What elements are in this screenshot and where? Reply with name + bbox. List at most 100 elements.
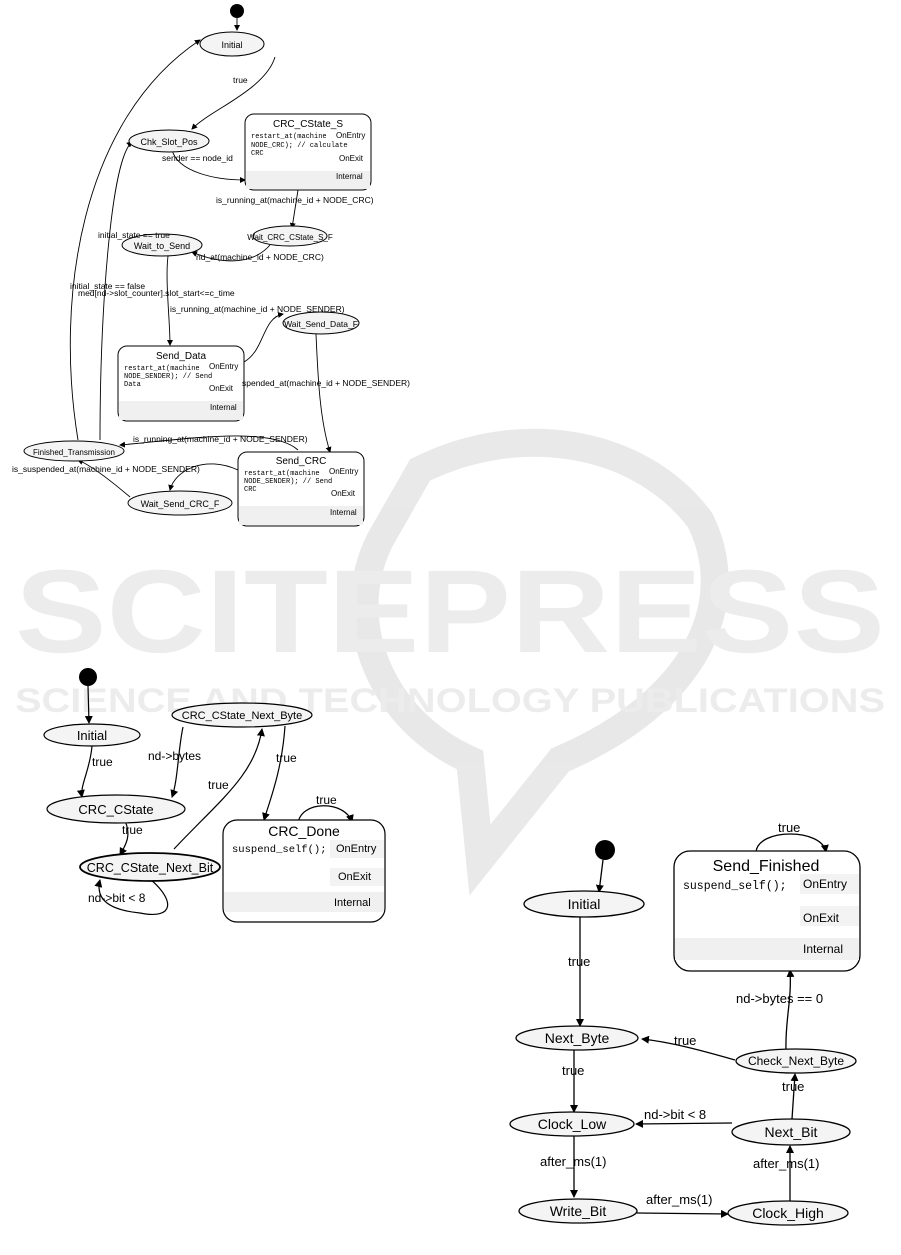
- state-label: Write_Bit: [550, 1203, 607, 1219]
- edge-waitcrcf-finished: [77, 459, 131, 498]
- entry-action-line: CRC: [244, 486, 257, 494]
- transition-label: true: [233, 75, 248, 85]
- entry-action: suspend_self();: [232, 844, 327, 856]
- section-onexit: OnExit: [803, 911, 840, 925]
- transition-label: true: [208, 778, 229, 792]
- edge-start-initial: [595, 859, 604, 893]
- start-node: [595, 840, 615, 860]
- state-next-bit: Next_Bit: [731, 1118, 851, 1146]
- entry-action-line: restart_at(machine: [124, 365, 200, 373]
- edge-initial-chk: [191, 56, 276, 130]
- edge-checknextbyte-finished: [785, 969, 795, 1051]
- state-title: CRC_CState_S: [273, 119, 343, 130]
- edge-sendcrc-waitcrcf: [168, 463, 239, 491]
- section-onexit: OnExit: [339, 154, 364, 163]
- edge-nextbit-clocklow: [635, 1119, 733, 1128]
- transition-label: sender == node_id: [162, 153, 233, 163]
- transition-label: after_ms(1): [646, 1192, 712, 1207]
- section-onentry: OnEntry: [209, 362, 238, 371]
- state-label: CRC_CState_Next_Bit: [87, 861, 214, 875]
- edge-wait-to-send: [191, 244, 271, 262]
- section-internal: Internal: [210, 403, 237, 412]
- transition-label: nd->bit < 8: [644, 1107, 706, 1122]
- state-write-bit: Write_Bit: [518, 1198, 638, 1224]
- edge-nextbyte-cstate: [170, 726, 184, 798]
- transition-label: true: [276, 751, 297, 765]
- edge-senddata-waitf: [243, 311, 284, 363]
- entry-action-line: Data: [124, 381, 141, 389]
- state-wait-crc-cstate-s-f: Wait_CRC_CState_S_F: [247, 225, 333, 247]
- transition-label: initial_state == false: [70, 281, 145, 291]
- state-label: Wait_to_Send: [134, 241, 190, 251]
- state-crc-cstate-s: CRC_CState_S restart_at(machine NODE_CRC…: [244, 113, 372, 191]
- section-internal: Internal: [803, 942, 843, 956]
- state-label: Next_Byte: [545, 1030, 610, 1046]
- section-onentry: OnEntry: [336, 843, 377, 855]
- state-label: Check_Next_Byte: [748, 1054, 844, 1068]
- section-internal: Internal: [336, 172, 363, 181]
- state-label: CRC_CState: [78, 802, 153, 817]
- diagram-transmission-edges: [69, 18, 332, 498]
- state-send-data: Send_Data restart_at(machine NODE_SENDER…: [117, 345, 245, 422]
- state-clock-high: Clock_High: [727, 1200, 849, 1226]
- state-chk-slot-pos: Chk_Slot_Pos: [128, 129, 210, 153]
- edge-nextbit-self: [94, 878, 169, 915]
- section-internal: Internal: [330, 508, 357, 517]
- transition-label: is_running_at(machine_id + NODE_SENDER): [133, 434, 308, 444]
- entry-action: suspend_self();: [683, 880, 787, 893]
- transition-label: nd->bit < 8: [88, 891, 146, 905]
- entry-action-line: CRC: [251, 150, 264, 158]
- edge-initial-cstate: [76, 745, 93, 798]
- transition-label: true: [122, 823, 143, 837]
- state-title: Send_Data: [156, 351, 206, 362]
- section-internal: Internal: [334, 897, 371, 909]
- state-label: Wait_Send_Data_F: [284, 319, 358, 329]
- diagram-crc: Initial CRC_CState CRC_CState_Next_Bit C…: [43, 668, 386, 923]
- edge-finished-initial: [69, 39, 201, 441]
- edge-sendcrc-finished: [119, 435, 299, 451]
- transition-label: nd->bytes: [148, 749, 201, 763]
- start-node: [79, 668, 97, 686]
- diagram-crc-labels: true nd->bytes true true true true nd->b…: [88, 749, 337, 905]
- state-crc-cstate: CRC_CState: [46, 794, 186, 824]
- transition-label: true: [92, 755, 113, 769]
- watermark-logo: [350, 428, 729, 896]
- transition-label: true: [562, 1063, 584, 1078]
- transition-label: initial_state == true: [98, 230, 170, 240]
- state-check-next-byte: Check_Next_Byte: [735, 1048, 857, 1074]
- edge-writebit-clockhigh: [636, 1209, 729, 1218]
- edge-start-initial: [84, 685, 93, 724]
- transition-label: is_running_at(machine_id + NODE_CRC): [216, 195, 374, 205]
- edge-chk-crcs: [171, 149, 246, 183]
- section-onentry: OnEntry: [803, 877, 847, 891]
- state-label: Next_Bit: [765, 1124, 818, 1140]
- diagram-transmission: Initial Chk_Slot_Pos Wait_CRC_CState_S_F…: [12, 4, 410, 527]
- edge-finished-chk: [99, 141, 133, 441]
- section-onentry: OnEntry: [329, 467, 358, 476]
- state-label: Chk_Slot_Pos: [140, 137, 198, 147]
- state-wait-to-send: Wait_to_Send: [121, 233, 203, 257]
- transition-label: spended_at(machine_id + NODE_SENDER): [242, 378, 410, 388]
- transition-label: true: [316, 793, 337, 807]
- state-wait-send-data-f: Wait_Send_Data_F: [282, 311, 360, 335]
- edge-waitf-sendcrc: [315, 333, 332, 453]
- section-onexit: OnExit: [331, 489, 356, 498]
- watermark-title: SCITEPRESS: [15, 546, 885, 678]
- transition-label: is_suspended_at(machine_id + NODE_SENDER…: [12, 464, 200, 474]
- edge-finished-self: [755, 833, 829, 853]
- state-label: Clock_Low: [538, 1116, 607, 1132]
- state-title: Send_Finished: [713, 858, 820, 875]
- transition-label: med[nd->slot_counter].slot_start<=c_time: [78, 288, 235, 298]
- edge-checknextbyte-nextbyte: [641, 1035, 736, 1061]
- edge-nextbyte-done: [262, 725, 286, 821]
- state-label: Wait_CRC_CState_S_F: [247, 233, 333, 242]
- transition-label: after_ms(1): [753, 1156, 819, 1171]
- state-label: Initial: [77, 728, 107, 743]
- state-finished-transmission: Finished_Transmission: [23, 440, 125, 462]
- state-initial: Initial: [199, 31, 265, 57]
- state-send-crc: Send_CRC restart_at(machine NODE_SENDER)…: [237, 451, 365, 527]
- state-label: Finished_Transmission: [33, 448, 115, 457]
- watermark: SCITEPRESS SCIENCE AND TECHNOLOGY PUBLIC…: [15, 428, 885, 896]
- transition-label: nd->bytes == 0: [736, 991, 823, 1006]
- diagram-send: Initial Next_Byte Clock_Low Write_Bit Cl…: [509, 820, 861, 1226]
